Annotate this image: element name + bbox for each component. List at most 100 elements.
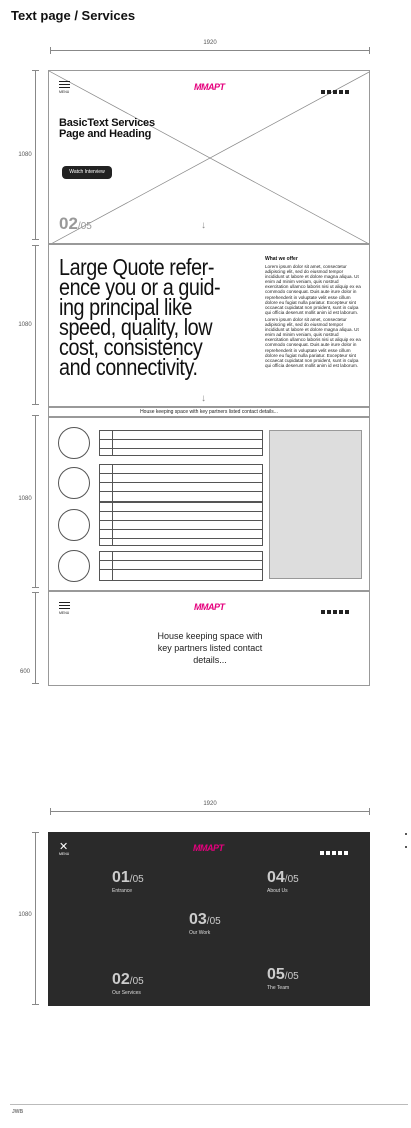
menu-label: MENU: [59, 90, 70, 94]
partners-bar: House keeping space with key partners li…: [48, 407, 370, 417]
nav-square-icon[interactable]: [327, 90, 331, 94]
image-placeholder: [269, 430, 362, 579]
avatar-circle: [58, 427, 90, 459]
brand-mark-logo: JWB: [12, 1109, 24, 1115]
offer-paragraph: Lorem ipsum dolor sit amet, consectetur …: [265, 264, 361, 315]
menu-item-our-work[interactable]: 03/05 Our Work: [189, 911, 221, 936]
nav-square-icon[interactable]: [344, 851, 348, 855]
nav-square-icon[interactable]: [339, 90, 343, 94]
nav-square-icon[interactable]: [345, 90, 349, 94]
offer-paragraph: Lorem ipsum dolor sit amet, consectetur …: [265, 316, 361, 368]
menu-item-total: /05: [129, 976, 144, 987]
slide-current: 02: [59, 214, 78, 233]
close-icon: ✕: [59, 841, 69, 853]
quote-height-label: 1080: [18, 322, 32, 328]
menu-height-label: 1080: [18, 912, 32, 918]
menu-item-total: /05: [206, 916, 221, 927]
menu-item-label: The Team: [267, 985, 290, 991]
menu-item-label: Entrance: [112, 888, 133, 894]
menu-item-number: 01: [112, 869, 130, 886]
nav-square-icon[interactable]: [321, 610, 325, 614]
data-table: [99, 502, 263, 546]
nav-square-icon[interactable]: [332, 851, 336, 855]
nav-squares[interactable]: [319, 601, 349, 619]
quote-height-line: [32, 245, 39, 405]
menu-item-number: 04: [267, 869, 285, 886]
data-table: [99, 464, 263, 502]
nav-square-icon[interactable]: [321, 90, 325, 94]
menu-item-number: 02: [112, 971, 130, 988]
avatar-circle: [58, 550, 90, 582]
menu-item-our-services[interactable]: 02/05 Our Services: [112, 971, 144, 996]
nav-square-icon[interactable]: [345, 610, 349, 614]
slide-total: /05: [77, 221, 92, 232]
footer-contact-text: House keeping space with key partners li…: [157, 631, 263, 665]
nav-square-icon[interactable]: [327, 610, 331, 614]
quote-line: ing principal like: [59, 294, 192, 320]
hamburger-icon: [59, 602, 70, 609]
quote-line: ence you or a guid-: [59, 274, 221, 300]
arrow-down-icon[interactable]: ↓: [201, 220, 206, 231]
menu-item-total: /05: [284, 874, 299, 885]
quote-line: Large Quote refer-: [59, 254, 214, 280]
quote-line: speed, quality, low: [59, 314, 213, 340]
bullet-dot: [405, 846, 407, 848]
menu-item-total: /05: [284, 971, 299, 982]
logo[interactable]: MMAPT: [194, 82, 225, 92]
menu-item-label: Our Work: [189, 930, 211, 936]
slide-counter: 02/05: [59, 214, 92, 234]
footer-section: MENU MMAPT House keeping space with key …: [48, 591, 370, 686]
offer-column: What we offer Lorem ipsum dolor sit amet…: [265, 256, 361, 368]
width-dimension-label: 1920: [203, 40, 217, 46]
nav-square-icon[interactable]: [339, 610, 343, 614]
hero-section: MENU MMAPT BasicText Services Page and H…: [48, 70, 370, 244]
menu-item-total: /05: [129, 874, 144, 885]
nav-squares[interactable]: [319, 81, 349, 99]
nav-square-icon[interactable]: [338, 851, 342, 855]
footer-height-label: 600: [19, 669, 30, 675]
hero-height-label: 1080: [18, 152, 32, 158]
nav-squares[interactable]: [318, 842, 348, 860]
menu-item-label: About Us: [267, 888, 288, 894]
nav-square-icon[interactable]: [320, 851, 324, 855]
hero-title-line2: Page and Heading: [59, 128, 152, 140]
menu-item-number: 03: [189, 911, 207, 928]
arrow-down-icon[interactable]: ↓: [201, 393, 206, 404]
menu-overlay: ✕ MENU MMAPT 01/05 Entrance 04/05 About …: [48, 832, 370, 1006]
nav-square-icon[interactable]: [326, 851, 330, 855]
menu-button[interactable]: MENU: [59, 81, 70, 94]
menu-item-entrance[interactable]: 01/05 Entrance: [112, 869, 144, 894]
content-height-label: 1080: [18, 496, 32, 502]
quote-section: Large Quote refer- ence you or a guid- i…: [48, 244, 370, 407]
logo[interactable]: MMAPT: [194, 602, 225, 612]
logo[interactable]: MMAPT: [193, 843, 224, 853]
partners-bar-text: House keeping space with key partners li…: [140, 409, 278, 415]
content-section: [48, 417, 370, 591]
page-title: Text page / Services: [11, 8, 136, 23]
menu-item-number: 05: [267, 966, 285, 983]
quote-line: and connectivity.: [59, 354, 198, 380]
image-placeholder-cross: [49, 71, 369, 243]
avatar-circle: [58, 467, 90, 499]
offer-title: What we offer: [265, 256, 298, 262]
width-dimension-label: 1920: [203, 801, 217, 807]
menu-label: MENU: [59, 611, 70, 615]
hamburger-icon: [59, 81, 70, 88]
quote-line: cost, consistency: [59, 334, 203, 360]
hero-height-line: [32, 70, 39, 240]
close-menu-button[interactable]: ✕ MENU: [59, 841, 69, 857]
large-quote: Large Quote refer- ence you or a guid- i…: [59, 254, 240, 380]
watch-interview-button[interactable]: Watch Interview: [62, 166, 112, 179]
width-dimension-line: [50, 808, 370, 815]
menu-item-about-us[interactable]: 04/05 About Us: [267, 869, 299, 894]
nav-square-icon[interactable]: [333, 90, 337, 94]
nav-square-icon[interactable]: [333, 610, 337, 614]
data-table: [99, 551, 263, 581]
menu-item-label: Our Services: [112, 990, 141, 996]
menu-item-the-team[interactable]: 05/05 The Team: [267, 966, 299, 991]
content-height-line: [32, 415, 39, 588]
menu-button[interactable]: MENU: [59, 602, 70, 615]
data-table: [99, 430, 263, 456]
hero-title: BasicText Services Page and Heading: [59, 118, 155, 140]
bullet-dot: [405, 833, 407, 835]
